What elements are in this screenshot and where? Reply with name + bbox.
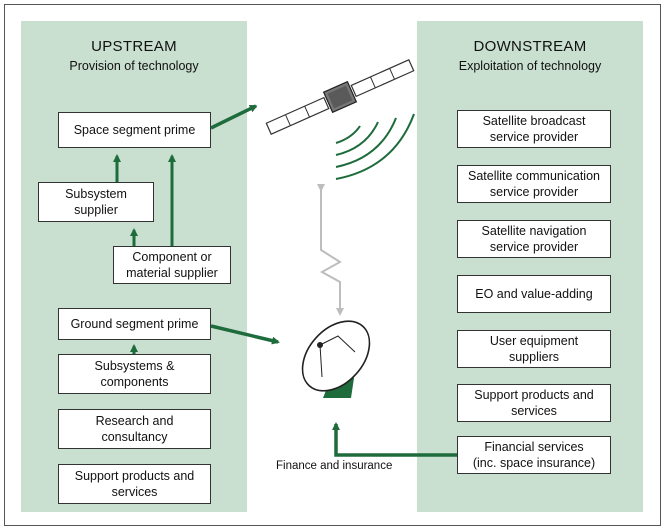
satellite-icon bbox=[265, 59, 415, 135]
ground-prime-to-dish-arrow bbox=[210, 324, 280, 345]
upstream-title: UPSTREAM bbox=[91, 38, 177, 55]
financial-to-dish-arrow bbox=[332, 422, 457, 457]
satellite-dish-link bbox=[317, 184, 344, 316]
subsystems-components-box: Subsystems & components bbox=[58, 354, 211, 394]
satellite-dish-icon bbox=[301, 320, 371, 398]
signal-waves-icon bbox=[335, 113, 415, 180]
eo-value-adding-box: EO and value-adding bbox=[457, 275, 611, 313]
space-segment-prime-box: Space segment prime bbox=[58, 112, 211, 148]
navigation-provider-box: Satellite navigation service provider bbox=[457, 220, 611, 258]
communication-provider-box: Satellite communication service provider bbox=[457, 165, 611, 203]
downstream-subtitle: Exploitation of technology bbox=[458, 59, 602, 73]
downstream-panel: DOWNSTREAM Exploitation of technology bbox=[417, 21, 643, 512]
research-consultancy-box: Research and consultancy bbox=[58, 409, 211, 449]
user-equipment-box: User equipment suppliers bbox=[457, 330, 611, 368]
finance-insurance-label: Finance and insurance bbox=[276, 460, 393, 472]
financial-services-box: Financial services (inc. space insurance… bbox=[457, 436, 611, 474]
broadcast-provider-box: Satellite broadcast service provider bbox=[457, 110, 611, 148]
upstream-support-box: Support products and services bbox=[58, 464, 211, 504]
subsystem-supplier-box: Subsystem supplier bbox=[38, 182, 154, 222]
ground-segment-prime-box: Ground segment prime bbox=[58, 308, 211, 340]
upstream-subtitle: Provision of technology bbox=[69, 59, 199, 73]
space-prime-to-satellite-arrow bbox=[210, 104, 258, 130]
component-supplier-box: Component or material supplier bbox=[113, 246, 231, 284]
downstream-support-box: Support products and services bbox=[457, 384, 611, 422]
downstream-title: DOWNSTREAM bbox=[473, 38, 587, 55]
